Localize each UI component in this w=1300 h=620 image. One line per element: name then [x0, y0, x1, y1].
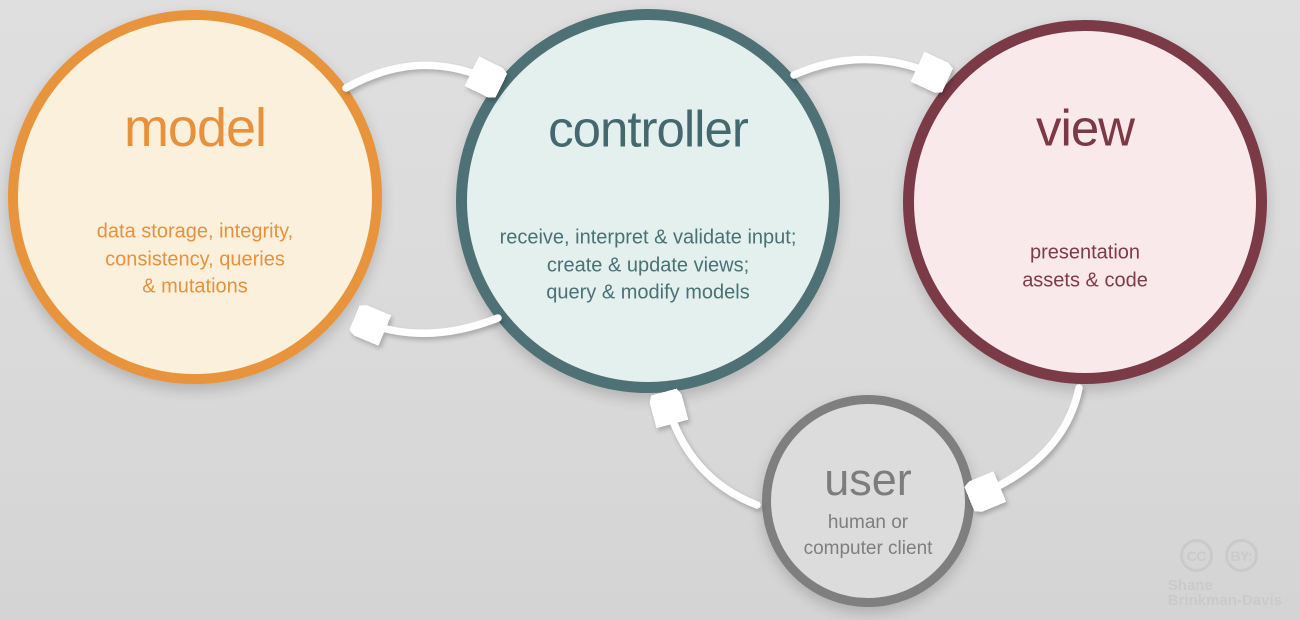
node-controller: controller receive, interpret & validate… [456, 9, 840, 393]
model-title: model [123, 98, 267, 158]
arrow-user-to-controller-icon [666, 400, 761, 509]
user-description: human or computer client [803, 511, 933, 559]
node-user: user human or computer client [762, 395, 974, 607]
license-watermark: CC BY: Shane Brinkman-Davis [1168, 539, 1282, 608]
view-title: view [1035, 99, 1135, 157]
arrow-model-to-controller-icon [342, 65, 494, 88]
controller-description: receive, interpret & validate input; cre… [499, 226, 797, 304]
user-title: user [824, 454, 912, 505]
view-description: presentation assets & code [1022, 241, 1148, 291]
controller-title: controller [548, 100, 749, 158]
arrow-controller-to-view-icon [790, 59, 940, 77]
node-view: view presentation assets & code [903, 20, 1267, 384]
arrow-controller-to-model-icon [362, 318, 502, 333]
license-author: Shane Brinkman-Davis [1167, 577, 1282, 609]
cc-by-badge: CC BY: [1179, 539, 1282, 572]
cc-icon: CC [1179, 539, 1213, 572]
arrow-view-to-user-icon [977, 384, 1083, 496]
model-description: data storage, integrity, consistency, qu… [96, 220, 294, 298]
node-model: model data storage, integrity, consisten… [8, 10, 382, 384]
by-icon: BY: [1224, 539, 1258, 572]
